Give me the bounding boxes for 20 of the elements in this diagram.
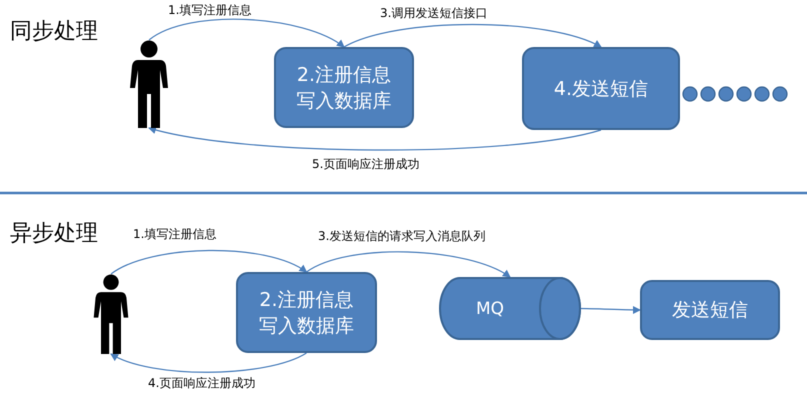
cylinder-shape: MQ — [440, 277, 580, 340]
arrow — [110, 352, 307, 373]
arrow — [148, 126, 602, 151]
edge-label: 4.页面响应注册成功 — [148, 375, 256, 392]
arrow — [344, 24, 602, 48]
process-box: 2.注册信息写入数据库 — [236, 272, 377, 353]
arrow — [306, 251, 511, 278]
arrow — [148, 18, 345, 48]
arrow — [580, 306, 641, 314]
edge-label: 1.填写注册信息 — [168, 2, 252, 19]
process-box: 发送短信 — [640, 280, 780, 340]
section-title: 同步处理 — [10, 18, 98, 46]
process-box: 4.发送短信 — [522, 47, 680, 130]
section-title: 异步处理 — [10, 220, 98, 248]
edge-label: 1.填写注册信息 — [133, 226, 216, 243]
edge-label: 3.调用发送短信接口 — [380, 5, 488, 22]
edge-label: 3.发送短信的请求写入消息队列 — [318, 228, 486, 245]
process-box: 2.注册信息写入数据库 — [274, 47, 414, 128]
arrow — [110, 250, 308, 275]
edge-label: 5.页面响应注册成功 — [312, 156, 420, 173]
